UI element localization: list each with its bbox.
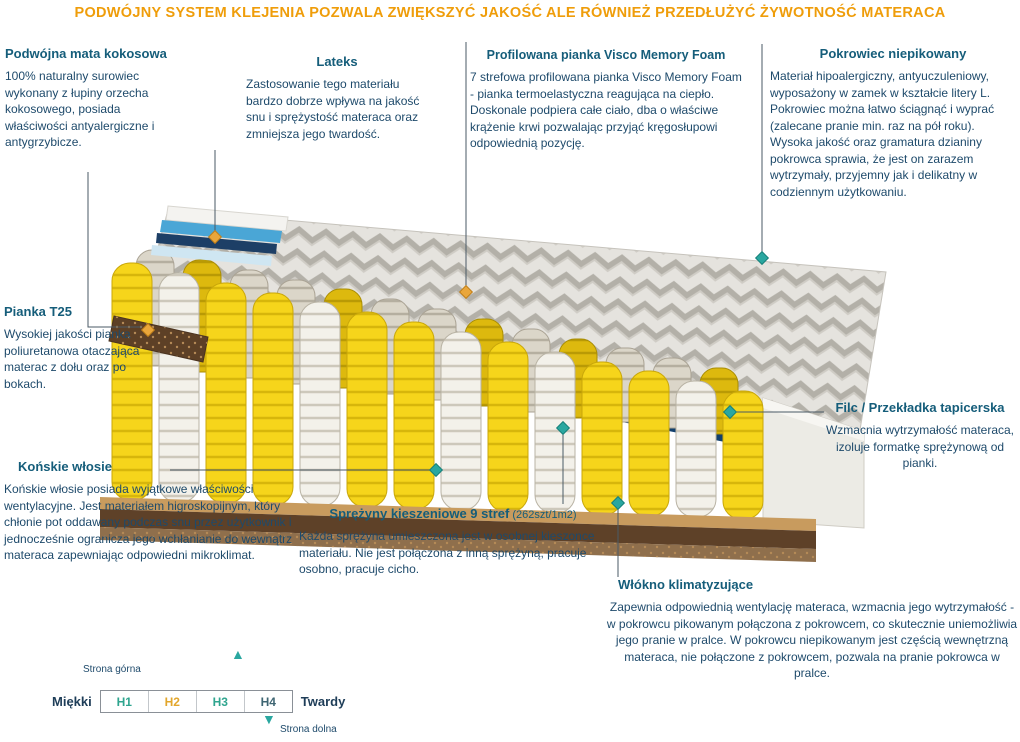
- marker-visco-icon: [458, 284, 474, 300]
- hardness-level-h4: H4: [243, 691, 292, 712]
- base-layers: [100, 497, 816, 562]
- note-horsehair-title: Końskie włosie: [18, 459, 112, 474]
- note-horsehair-body: Końskie włosie posiada wyjątkowe właściw…: [4, 482, 293, 563]
- hardness-box: H1 H2 H3 H4: [99, 690, 293, 713]
- note-pocket-springs-body: Każda sprężyna umieszczona jest w osobne…: [299, 529, 595, 577]
- hardness-level-h2: H2: [147, 691, 196, 712]
- marker-coco-icon: [140, 322, 156, 338]
- hard-label: Twardy: [300, 694, 346, 709]
- note-visco-foam: Profilowana pianka Visco Memory Foam 7 s…: [470, 48, 742, 152]
- note-climate-fiber-title: Włókno klimatyzujące: [618, 577, 754, 592]
- hardness-level-h1: H1: [116, 694, 132, 709]
- marker-latex-icon: [207, 229, 223, 245]
- layer-markers: [140, 229, 770, 511]
- up-arrow-icon: ▲: [231, 646, 245, 662]
- note-foam-t25-body: Wysokiej jakości pianka poliuretanowa ot…: [4, 327, 140, 391]
- note-cover: Pokrowiec niepikowany Materiał hipoalerg…: [770, 46, 1016, 200]
- hardness-scale: Miękki H1 H2 H3 H4 Twardy: [52, 690, 345, 713]
- springs-count: (262szt/1m2): [509, 509, 577, 521]
- springs-title-main: Sprężyny kieszeniowe 9 stref: [329, 506, 510, 521]
- marker-springs-icon: [555, 420, 571, 436]
- note-coco-title: Podwójna mata kokosowa: [5, 46, 167, 61]
- banner-headline: PODWÓJNY SYSTEM KLEJENIA POZWALA ZWIĘKSZ…: [74, 5, 946, 21]
- note-felt: Filc / Przekładka tapicerska Wzmacnia wy…: [824, 400, 1016, 472]
- bottom-side-label: Strona dolna: [280, 724, 337, 735]
- note-latex-title: Lateks: [316, 54, 358, 69]
- note-felt-title: Filc / Przekładka tapicerska: [835, 400, 1005, 415]
- hardness-level-h3: H3: [195, 691, 244, 712]
- marker-cover-icon: [754, 250, 770, 266]
- note-felt-body: Wzmacnia wytrzymałość materaca, izoluje …: [825, 423, 1015, 471]
- marker-felt-icon: [722, 404, 738, 420]
- marker-horsehair-icon: [428, 462, 444, 478]
- top-side-label: Strona górna: [83, 664, 141, 675]
- note-pocket-springs-title: Sprężyny kieszeniowe 9 stref (262szt/1m2…: [299, 506, 607, 521]
- side-foam-face: [762, 397, 865, 529]
- note-latex: Lateks Zastosowanie tego materiału bardz…: [246, 54, 428, 142]
- soft-label: Miękki: [52, 694, 92, 709]
- note-visco-title: Profilowana pianka Visco Memory Foam: [486, 48, 726, 62]
- note-coco-body: 100% naturalny surowiec wykonany z łupin…: [5, 69, 155, 150]
- note-visco-body: 7 strefowa profilowana pianka Visco Memo…: [470, 70, 742, 151]
- note-foam-t25-title: Pianka T25: [4, 304, 72, 319]
- note-cover-title: Pokrowiec niepikowany: [819, 46, 967, 61]
- note-foam-t25: Pianka T25 Wysokiej jakości pianka poliu…: [4, 304, 162, 392]
- note-pocket-springs: Sprężyny kieszeniowe 9 stref (262szt/1m2…: [299, 506, 607, 578]
- connector-lines: [87, 42, 824, 577]
- note-latex-body: Zastosowanie tego materiału bardzo dobrz…: [246, 77, 420, 141]
- note-cover-body: Materiał hipoalergiczny, antyuczuleniowy…: [770, 69, 995, 199]
- note-climate-fiber-body: Zapewnia odpowiednią wentylację materaca…: [606, 600, 1018, 681]
- note-horsehair: Końskie włosie Końskie włosie posiada wy…: [4, 459, 300, 564]
- down-arrow-icon: ▼: [262, 711, 276, 727]
- note-climate-fiber: Włókno klimatyzujące Zapewnia odpowiedni…: [606, 577, 1018, 682]
- note-coco-mat: Podwójna mata kokosowa 100% naturalny su…: [5, 46, 181, 151]
- cover-latex-strips: [151, 205, 289, 266]
- marker-fiber-icon: [610, 495, 626, 511]
